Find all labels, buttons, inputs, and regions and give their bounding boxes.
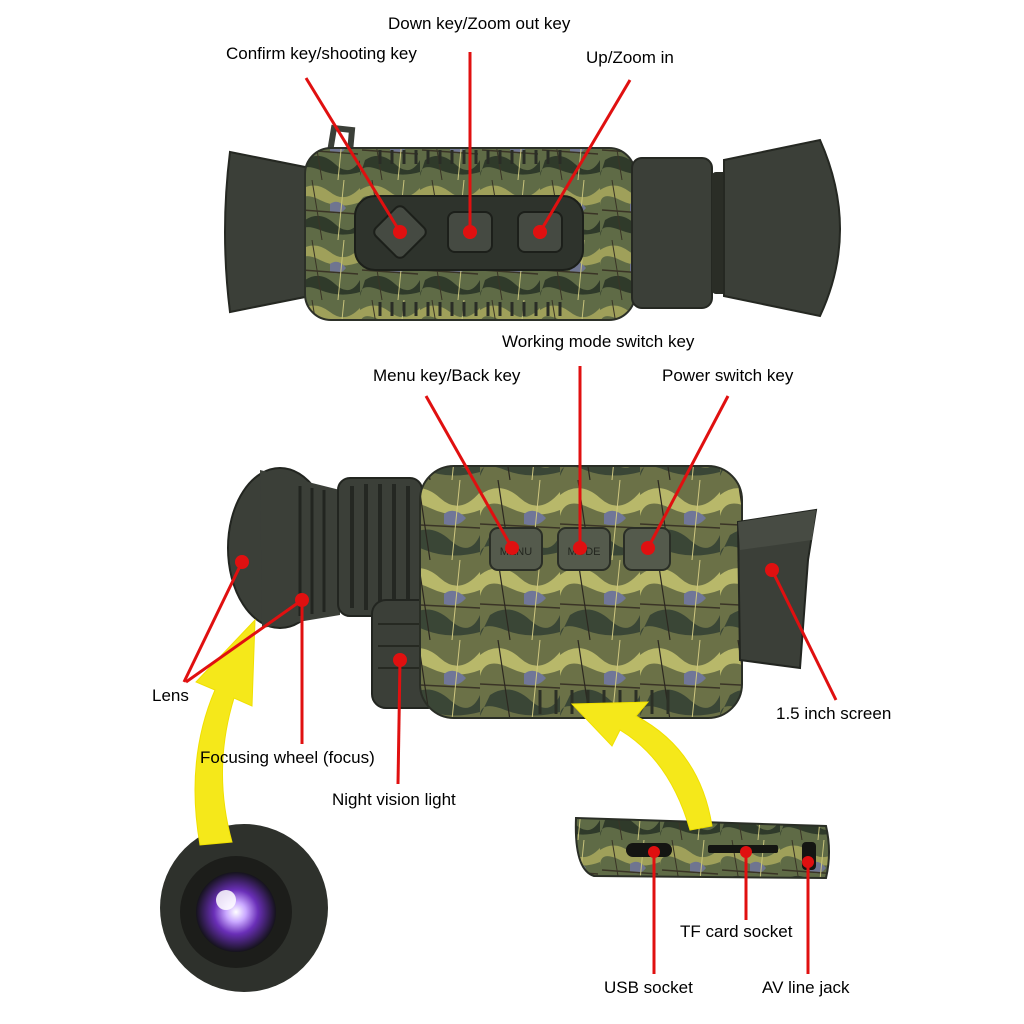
label-focus-wheel: Focusing wheel (focus) <box>200 748 375 767</box>
side-view-device: MENU MODE <box>227 465 818 719</box>
leader-lines <box>182 52 838 974</box>
yellow-arrow-lens <box>194 618 256 846</box>
grip-ridges <box>378 150 562 316</box>
lens-closeup <box>160 824 328 992</box>
label-tf-socket: TF card socket <box>680 922 793 941</box>
label-confirm-shoot: Confirm key/shooting key <box>226 44 417 63</box>
label-working-mode: Working mode switch key <box>502 332 695 351</box>
label-up-zoom-in: Up/Zoom in <box>586 48 674 67</box>
yellow-arrow-ports <box>570 701 713 831</box>
label-screen: 1.5 inch screen <box>776 704 892 723</box>
label-power-switch: Power switch key <box>662 366 794 385</box>
label-av-jack: AV line jack <box>762 978 850 997</box>
label-night-light: Night vision light <box>332 790 456 809</box>
label-down-zoom-out: Down key/Zoom out key <box>388 14 571 33</box>
leader-dots <box>235 225 814 868</box>
label-menu-back: Menu key/Back key <box>373 366 521 385</box>
top-view-device <box>224 124 841 321</box>
label-usb-socket: USB socket <box>604 978 693 997</box>
label-lens: Lens <box>152 686 189 705</box>
